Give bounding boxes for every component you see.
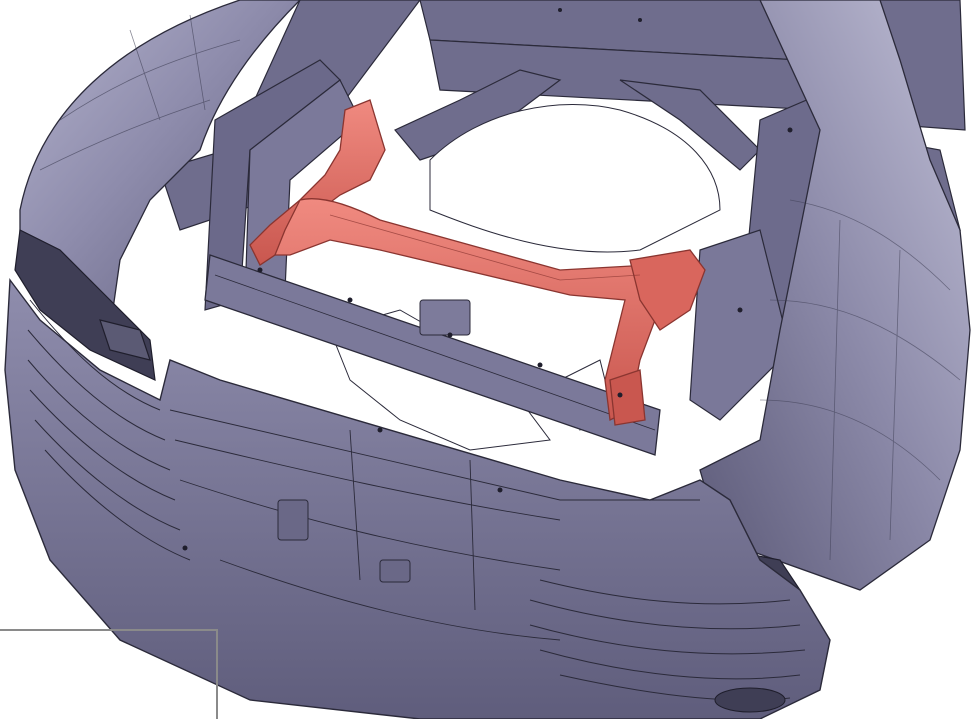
bumper-panel-lines [169, 409, 700, 641]
callout-frame [0, 629, 218, 719]
lower-cross-member [204, 254, 661, 456]
front-bumper [4, 278, 831, 719]
left-headlight [14, 229, 156, 381]
rivet-points [182, 8, 793, 551]
fog-lamp [714, 687, 786, 713]
highlighted-subframe [249, 99, 706, 426]
right-fender [699, 0, 971, 591]
left-fender [19, 0, 301, 332]
plate-mount-details [277, 299, 471, 583]
left-grille-slats [27, 299, 191, 561]
